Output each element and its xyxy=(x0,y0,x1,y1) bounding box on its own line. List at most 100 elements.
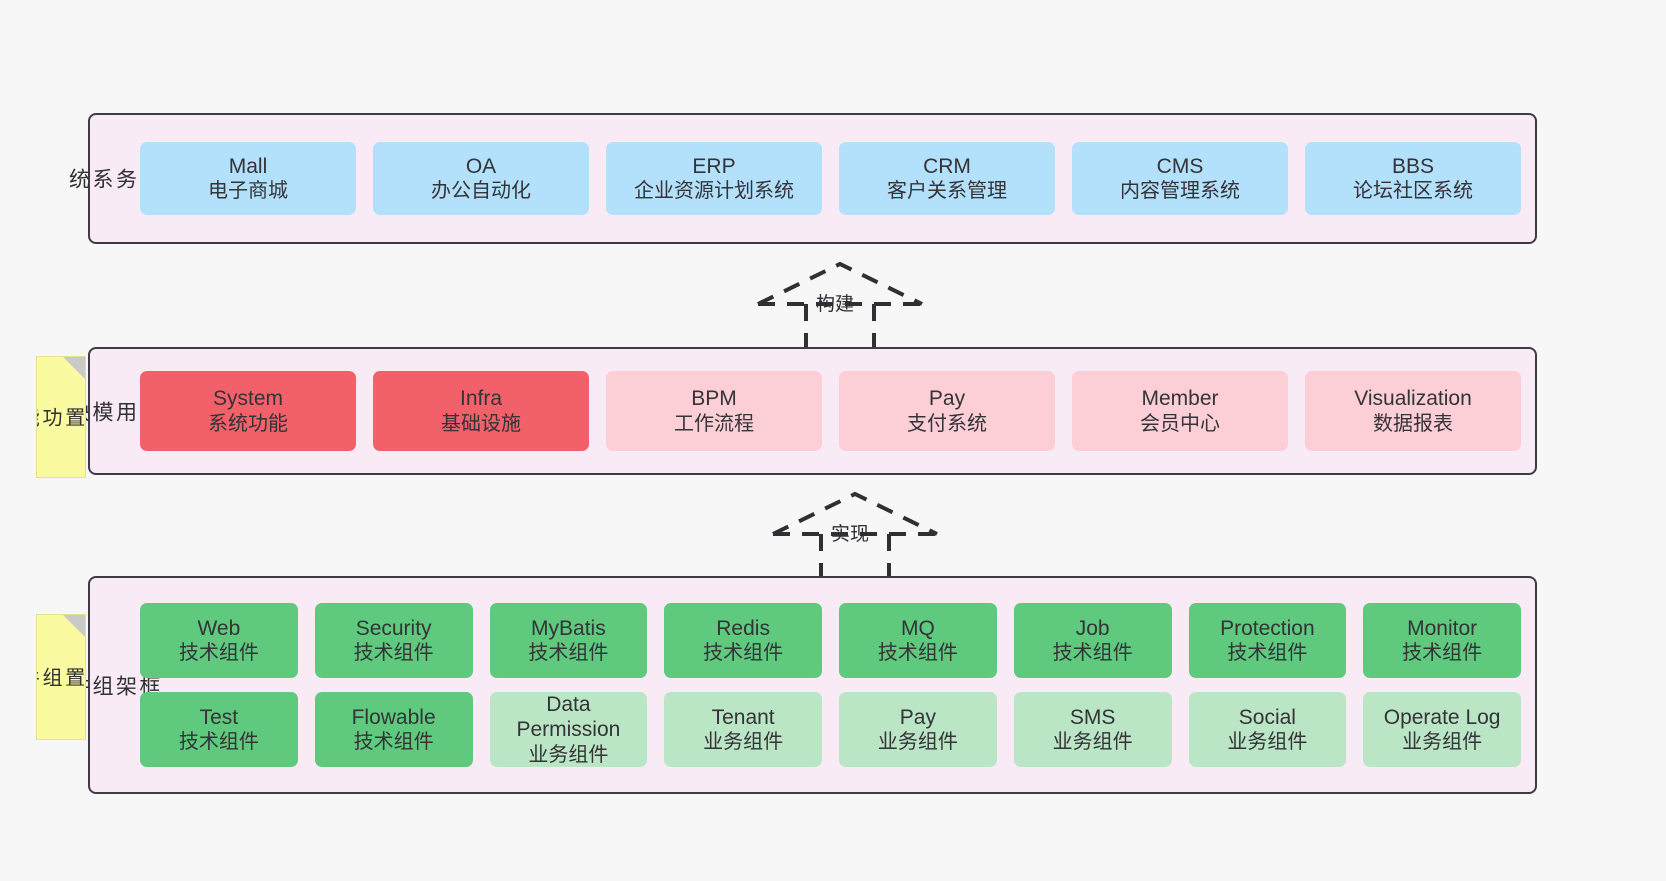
module-crm-en: CRM xyxy=(923,154,971,178)
module-visualization[interactable]: Visualization 数据报表 xyxy=(1305,371,1521,451)
arrow-build-label: 构建 xyxy=(816,294,855,315)
component-mq-en: MQ xyxy=(900,616,935,640)
note-builtin-functions-label: 内 置 功 能 xyxy=(36,407,85,427)
module-infra[interactable]: Infra 基础设施 xyxy=(373,371,589,451)
module-infra-en: Infra xyxy=(459,387,503,410)
component-web[interactable]: Web 技术组件 xyxy=(140,603,298,678)
layer-title-business: 业 务 系 统 xyxy=(66,168,160,189)
note-fold-corner-icon xyxy=(63,615,85,637)
component-social[interactable]: Social 业务组件 xyxy=(1188,692,1347,767)
module-erp[interactable]: ERP 企业资源计划系统 xyxy=(606,142,822,215)
component-pay-en: Pay xyxy=(899,705,936,729)
module-system[interactable]: System 系统功能 xyxy=(140,371,356,451)
module-pay[interactable]: Pay 支付系统 xyxy=(839,371,1055,451)
module-erp-cn: 企业资源计划系统 xyxy=(634,180,794,203)
module-oa-cn: 办公自动化 xyxy=(431,180,531,203)
component-sms[interactable]: SMS 业务组件 xyxy=(1013,692,1172,767)
module-oa[interactable]: OA 办公自动化 xyxy=(373,142,589,215)
layer-framework-row-business: Test 技术组件 Flowable 技术组件 Data Permission … xyxy=(140,692,1521,767)
module-mall-cn: 电子商城 xyxy=(208,180,288,203)
component-security-en: Security xyxy=(355,616,432,640)
module-bpm-en: BPM xyxy=(691,387,737,410)
module-visualization-cn: 数据报表 xyxy=(1373,412,1453,435)
component-redis-en: Redis xyxy=(716,616,770,640)
layer-business-systems: 业 务 系 统 Mall 电子商城 OA 办公自动化 ERP 企业资源计划系统 … xyxy=(66,113,1537,244)
component-mq[interactable]: MQ 技术组件 xyxy=(839,603,997,678)
component-flowable[interactable]: Flowable 技术组件 xyxy=(314,692,473,767)
note-builtin-components: 内 置 组 件 xyxy=(36,614,86,740)
module-bbs[interactable]: BBS 论坛社区系统 xyxy=(1305,142,1521,215)
component-monitor-en: Monitor xyxy=(1407,616,1478,640)
component-test[interactable]: Test 技术组件 xyxy=(140,692,298,767)
component-mybatis-cn: 技术组件 xyxy=(528,642,609,665)
component-job[interactable]: Job 技术组件 xyxy=(1013,603,1172,678)
arrow-build: 构建 xyxy=(740,252,940,352)
component-data-permission-cn: 业务组件 xyxy=(528,743,609,766)
module-visualization-en: Visualization xyxy=(1354,387,1472,410)
component-job-cn: 技术组件 xyxy=(1052,642,1133,665)
component-tenant-en: Tenant xyxy=(711,705,775,729)
module-crm[interactable]: CRM 客户关系管理 xyxy=(839,142,1055,215)
layer-title-framework: 框 架 组 件 xyxy=(66,674,161,696)
module-bpm-cn: 工作流程 xyxy=(674,412,754,435)
module-bbs-cn: 论坛社区系统 xyxy=(1353,180,1473,203)
layer-framework-components: 框 架 组 件 Web 技术组件 Security 技术组件 MyBatis 技… xyxy=(66,576,1537,794)
module-bpm[interactable]: BPM 工作流程 xyxy=(606,371,822,451)
component-flowable-cn: 技术组件 xyxy=(353,731,434,754)
module-cms[interactable]: CMS 内容管理系统 xyxy=(1072,142,1288,215)
component-pay[interactable]: Pay 业务组件 xyxy=(839,692,997,767)
layer-body-common: System 系统功能 Infra 基础设施 BPM 工作流程 Pay 支付系统… xyxy=(136,349,1535,473)
module-system-en: System xyxy=(212,387,283,410)
component-tenant-cn: 业务组件 xyxy=(703,731,784,754)
module-pay-en: Pay xyxy=(928,387,966,410)
module-bbs-en: BBS xyxy=(1391,154,1435,178)
component-operate-log-en: Operate Log xyxy=(1383,705,1501,729)
note-builtin-functions: 内 置 功 能 xyxy=(36,356,86,478)
arrow-implement: 实现 xyxy=(755,482,955,582)
component-tenant[interactable]: Tenant 业务组件 xyxy=(664,692,822,767)
component-security-cn: 技术组件 xyxy=(353,642,434,665)
layer-body-business: Mall 电子商城 OA 办公自动化 ERP 企业资源计划系统 CRM 客户关系… xyxy=(136,115,1535,242)
component-monitor-cn: 技术组件 xyxy=(1402,642,1483,665)
component-data-permission[interactable]: Data Permission 业务组件 xyxy=(489,692,648,767)
module-member[interactable]: Member 会员中心 xyxy=(1072,371,1288,451)
component-operate-log[interactable]: Operate Log 业务组件 xyxy=(1363,692,1521,767)
component-sms-cn: 业务组件 xyxy=(1052,731,1133,754)
module-mall[interactable]: Mall 电子商城 xyxy=(140,142,356,215)
component-test-cn: 技术组件 xyxy=(178,731,259,754)
component-security[interactable]: Security 技术组件 xyxy=(314,603,473,678)
module-oa-en: OA xyxy=(465,154,497,178)
module-cms-cn: 内容管理系统 xyxy=(1120,180,1240,203)
module-crm-cn: 客户关系管理 xyxy=(887,180,1007,203)
arrow-implement-label: 实现 xyxy=(831,524,870,545)
module-pay-cn: 支付系统 xyxy=(907,412,987,435)
layer-title-common: 通 用 模 块 xyxy=(66,400,160,422)
component-social-en: Social xyxy=(1238,705,1296,729)
module-member-cn: 会员中心 xyxy=(1140,412,1220,435)
module-system-cn: 系统功能 xyxy=(208,412,288,435)
component-job-en: Job xyxy=(1075,616,1110,640)
component-redis[interactable]: Redis 技术组件 xyxy=(664,603,822,678)
component-test-en: Test xyxy=(199,705,239,729)
component-protection-cn: 技术组件 xyxy=(1227,642,1308,665)
component-pay-cn: 业务组件 xyxy=(877,731,958,754)
component-protection[interactable]: Protection 技术组件 xyxy=(1188,603,1347,678)
module-erp-en: ERP xyxy=(692,154,736,178)
component-mq-cn: 技术组件 xyxy=(877,642,958,665)
component-operate-log-cn: 业务组件 xyxy=(1402,731,1483,754)
note-fold-corner-icon xyxy=(63,357,85,379)
component-monitor[interactable]: Monitor 技术组件 xyxy=(1363,603,1521,678)
layer-common-row: System 系统功能 Infra 基础设施 BPM 工作流程 Pay 支付系统… xyxy=(140,371,1521,451)
component-web-cn: 技术组件 xyxy=(178,642,259,665)
layer-body-framework: Web 技术组件 Security 技术组件 MyBatis 技术组件 Redi… xyxy=(136,578,1535,792)
component-mybatis[interactable]: MyBatis 技术组件 xyxy=(489,603,648,678)
component-sms-en: SMS xyxy=(1069,705,1116,729)
note-builtin-components-label: 内 置 组 件 xyxy=(36,667,85,687)
component-data-permission-en: Data Permission xyxy=(516,692,621,742)
layer-common-modules: 通 用 模 块 System 系统功能 Infra 基础设施 BPM 工作流程 … xyxy=(66,347,1537,475)
component-flowable-en: Flowable xyxy=(351,705,436,729)
component-redis-cn: 技术组件 xyxy=(703,642,784,665)
module-cms-en: CMS xyxy=(1156,154,1204,178)
module-mall-en: Mall xyxy=(228,154,268,178)
